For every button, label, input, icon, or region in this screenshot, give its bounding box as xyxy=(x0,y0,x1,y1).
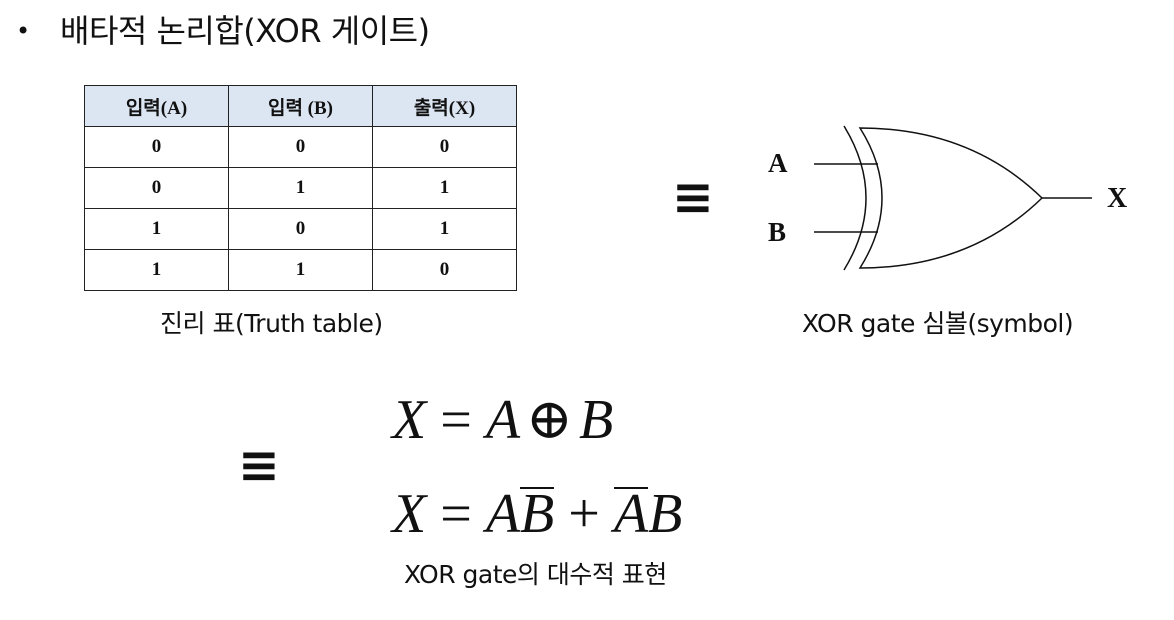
input-a-label: A xyxy=(768,148,788,178)
eq1-lhs: X xyxy=(392,389,427,451)
table-row: 1 1 0 xyxy=(84,249,517,291)
eq2-equals: = xyxy=(440,483,472,545)
eq2-lhs: X xyxy=(392,483,427,545)
cell-a: 0 xyxy=(84,167,229,209)
cell-b: 1 xyxy=(228,249,373,291)
eq1-b: B xyxy=(578,389,614,451)
cell-x: 1 xyxy=(372,167,517,209)
eq2-b-bar: B xyxy=(520,483,555,545)
cell-b: 1 xyxy=(228,167,373,209)
eq1-equals: = xyxy=(440,389,472,451)
input-b-label: B xyxy=(768,217,786,247)
oplus-symbol: ⊕ xyxy=(526,389,573,451)
table-row: 0 1 1 xyxy=(84,167,517,209)
cell-a: 1 xyxy=(84,249,229,291)
xor-gate-symbol: A B X xyxy=(768,125,1127,271)
truth-table-caption: 진리 표(Truth table) xyxy=(160,309,383,338)
equation-caption: XOR gate의 대수적 표현 xyxy=(404,560,667,589)
eq2-b: B xyxy=(648,483,683,545)
eq2-a: A xyxy=(485,483,521,545)
truth-table-header-row: 입력(A) 입력 (B) 출력(X) xyxy=(84,85,517,127)
equation-expanded: X=AB+AB xyxy=(392,484,682,544)
truth-table: 입력(A) 입력 (B) 출력(X) 0 0 0 0 1 1 1 0 1 1 1… xyxy=(84,85,517,291)
header-input-b: 입력 (B) xyxy=(228,85,373,127)
header-input-a: 입력(A) xyxy=(84,85,229,127)
gate-caption: XOR gate 심볼(symbol) xyxy=(802,309,1074,338)
cell-x: 0 xyxy=(372,126,517,168)
equivalence-symbol-2: ≡ xyxy=(238,436,280,494)
cell-x: 0 xyxy=(372,249,517,291)
equation-xor: X=A⊕B xyxy=(392,390,613,450)
eq2-a-bar: A xyxy=(613,483,649,545)
xor-back-curve xyxy=(843,125,867,271)
table-row: 0 0 0 xyxy=(84,126,517,168)
header-output-x: 출력(X) xyxy=(372,85,517,127)
eq2-plus: + xyxy=(568,483,600,545)
cell-a: 1 xyxy=(84,208,229,250)
cell-a: 0 xyxy=(84,126,229,168)
cell-b: 0 xyxy=(228,208,373,250)
equivalence-symbol-1: ≡ xyxy=(672,168,714,226)
cell-x: 1 xyxy=(372,208,517,250)
heading-title: 배타적 논리합(XOR 게이트) xyxy=(60,12,430,50)
eq1-a: A xyxy=(485,389,521,451)
output-x-label: X xyxy=(1107,183,1127,214)
or-gate-body xyxy=(858,127,1044,269)
bullet: • xyxy=(16,17,31,45)
table-row: 1 0 1 xyxy=(84,208,517,250)
slide-heading: • 배타적 논리합(XOR 게이트) xyxy=(16,6,430,56)
cell-b: 0 xyxy=(228,126,373,168)
